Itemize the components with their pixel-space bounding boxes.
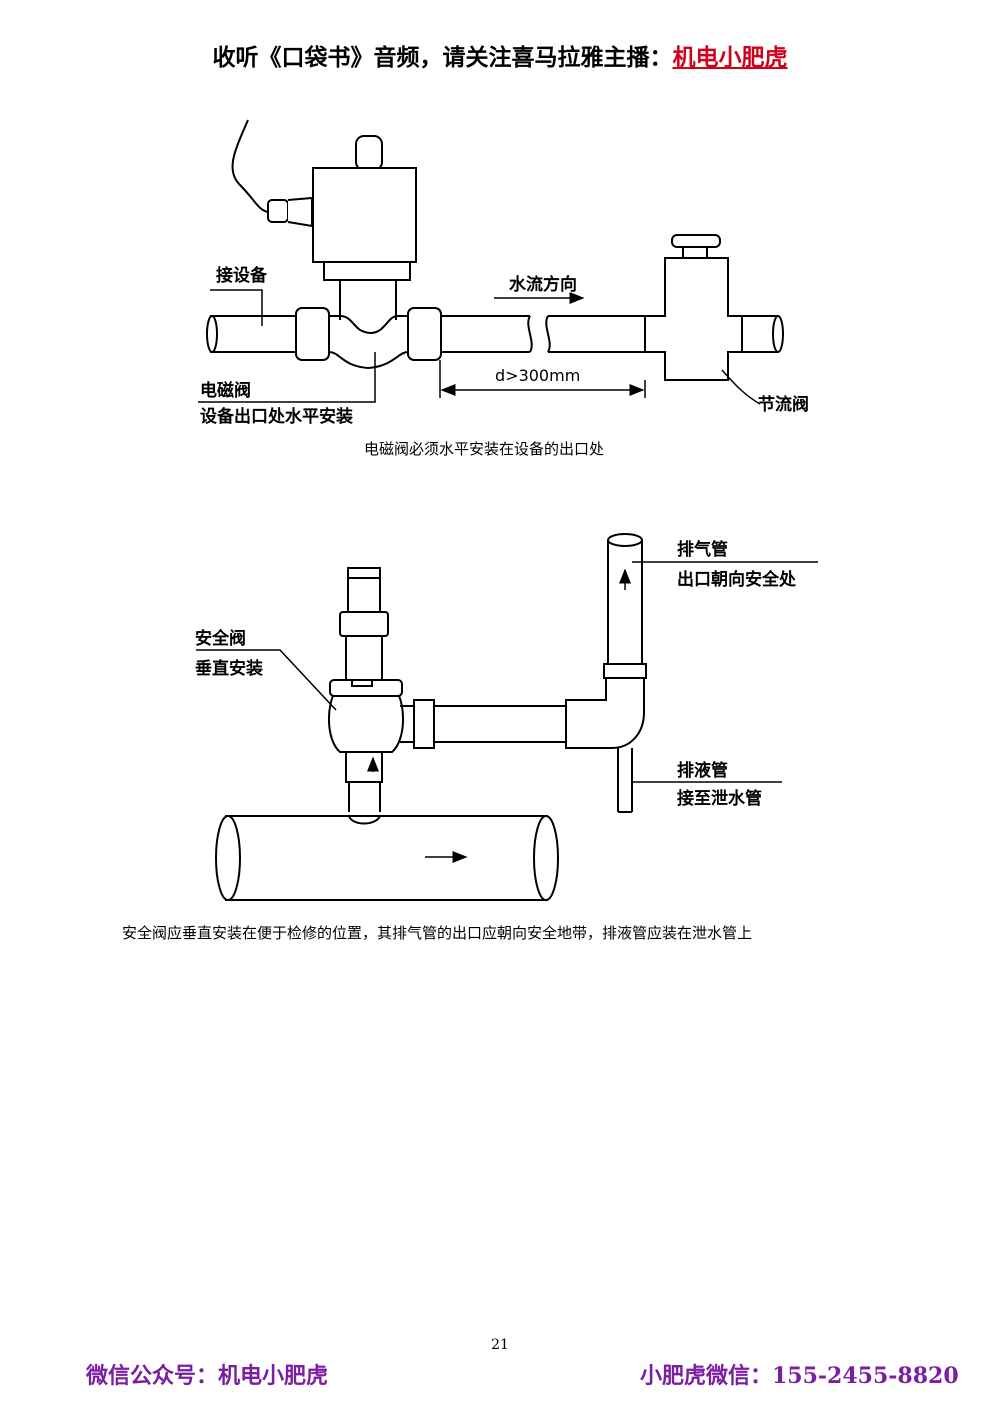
page-number: 21 xyxy=(491,1337,509,1353)
page-header: 收听《口袋书》音频，请关注喜马拉雅主播：机电小肥虎 xyxy=(0,38,1000,72)
footer-wechat-account: 微信公众号：机电小肥虎 xyxy=(86,1363,329,1389)
figure1-diagram xyxy=(198,119,784,405)
solenoid-wire xyxy=(231,119,269,213)
label-vent-note: 出口朝向安全处 xyxy=(677,569,797,590)
label-safety-note: 垂直安装 xyxy=(195,658,263,679)
figure1-labels: 接设备 水流方向 d>300mm 电磁阀 设备出口处水平安装 节流阀 xyxy=(200,265,809,427)
label-solenoid-note: 设备出口处水平安装 xyxy=(200,406,353,427)
figure2-labels: 排气管 出口朝向安全处 安全阀 垂直安装 排液管 接至泄水管 xyxy=(195,539,797,809)
header-host-link[interactable]: 机电小肥虎 xyxy=(672,44,788,71)
figure2-caption: 安全阀应垂直安装在便于检修的位置，其排气管的出口应朝向安全地带，排液管应装在泄水… xyxy=(122,924,753,942)
footer-wechat-contact: 小肥虎微信：155-2455-8820 xyxy=(640,1363,959,1389)
label-connect-equipment: 接设备 xyxy=(216,265,268,286)
label-distance: d>300mm xyxy=(495,366,580,385)
header-prefix: 收听《口袋书》音频，请关注喜马拉雅主播： xyxy=(212,44,673,71)
figure2-diagram xyxy=(196,533,818,901)
label-throttle-valve: 节流阀 xyxy=(758,394,809,415)
label-safety-valve: 安全阀 xyxy=(195,628,246,649)
label-drain-note: 接至泄水管 xyxy=(677,788,762,809)
label-flow-direction: 水流方向 xyxy=(509,274,577,295)
label-drain-pipe: 排液管 xyxy=(677,760,728,781)
label-vent-pipe: 排气管 xyxy=(677,539,728,560)
figure1-caption: 电磁阀必须水平安装在设备的出口处 xyxy=(364,440,605,458)
label-solenoid-valve: 电磁阀 xyxy=(200,380,251,401)
